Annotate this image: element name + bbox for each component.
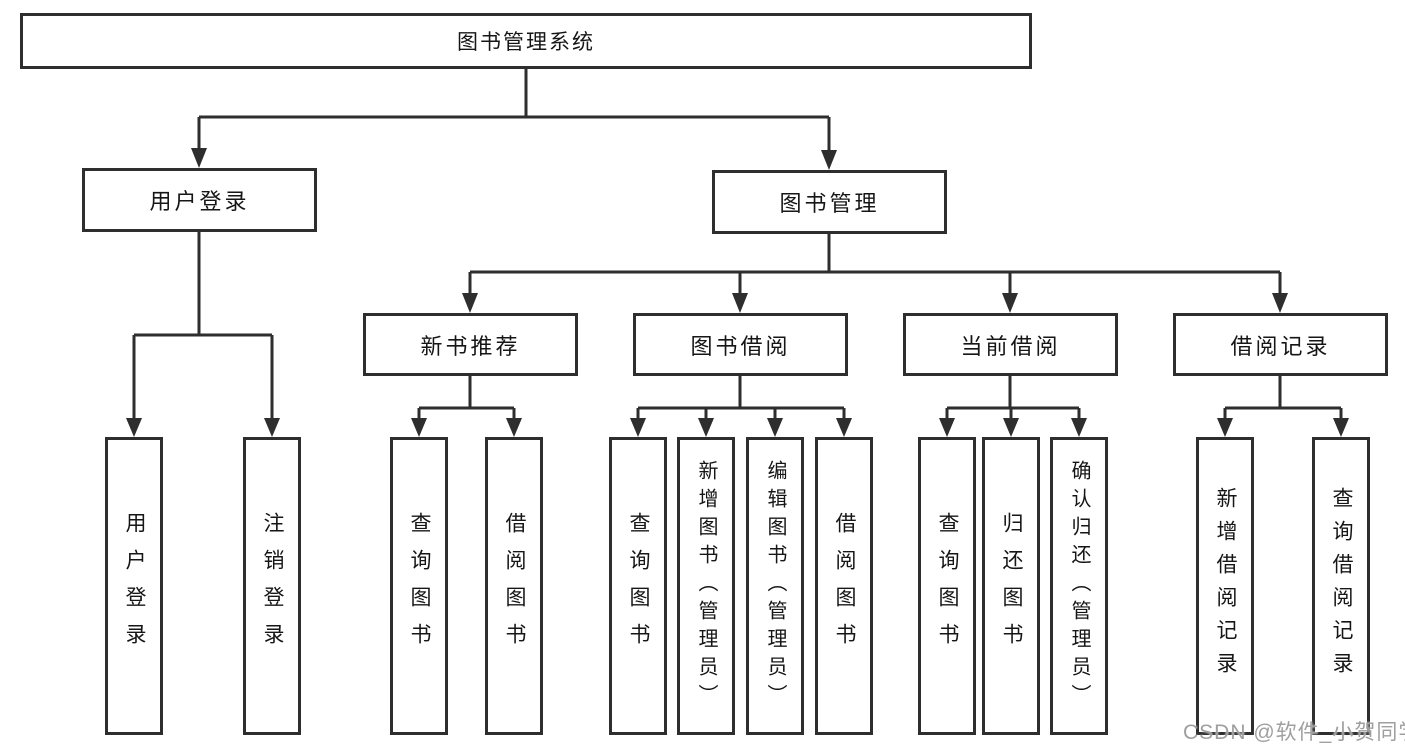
node-current-borrow: 当前借阅 [903, 313, 1118, 376]
arrowheads-user-login [126, 418, 280, 437]
arrowheads-borrow-records [1217, 418, 1349, 437]
connector-borrow-records [1223, 376, 1343, 420]
leaf-borrow-query-books: 查询图书 [609, 437, 667, 735]
connector-user-login [132, 232, 274, 419]
node-root: 图书管理系统 [20, 13, 1032, 69]
node-user-login: 用户登录 [82, 168, 317, 232]
leaf-edit-book-admin: 编辑图书（管理员） [746, 437, 804, 735]
leaf-return-book: 归还图书 [982, 437, 1040, 735]
node-book-management: 图书管理 [712, 170, 947, 234]
node-new-book-recommend: 新书推荐 [363, 313, 578, 376]
leaf-add-book-admin: 新增图书（管理员） [677, 437, 735, 735]
arrowheads-new-books [411, 418, 522, 437]
leaf-new-books-query: 查询图书 [390, 437, 448, 735]
csdn-watermark: CSDN @软件_小贺同学 [1183, 721, 1405, 744]
arrowheads-book-management [462, 293, 1288, 313]
connector-book-borrow [636, 376, 846, 420]
arrowheads-book-borrow [630, 418, 852, 437]
leaf-logout: 注销登录 [243, 437, 301, 735]
leaf-new-books-borrow: 借阅图书 [485, 437, 543, 735]
connector-root [197, 69, 831, 152]
arrowheads-current-borrow [939, 418, 1087, 437]
node-borrow-records: 借阅记录 [1173, 313, 1388, 376]
node-book-borrow: 图书借阅 [633, 313, 848, 376]
leaf-user-login: 用户登录 [105, 437, 163, 735]
leaf-borrow-book: 借阅图书 [815, 437, 873, 735]
arrowheads-root [191, 148, 837, 170]
connector-new-books [417, 376, 516, 420]
connector-book-management [468, 234, 1282, 295]
leaf-query-borrow-record: 查询借阅记录 [1312, 437, 1370, 735]
leaf-add-borrow-record: 新增借阅记录 [1196, 437, 1254, 735]
leaf-confirm-return-admin: 确认归还（管理员） [1050, 437, 1108, 735]
leaf-current-query-books: 查询图书 [918, 437, 976, 735]
connector-current-borrow [945, 376, 1081, 420]
